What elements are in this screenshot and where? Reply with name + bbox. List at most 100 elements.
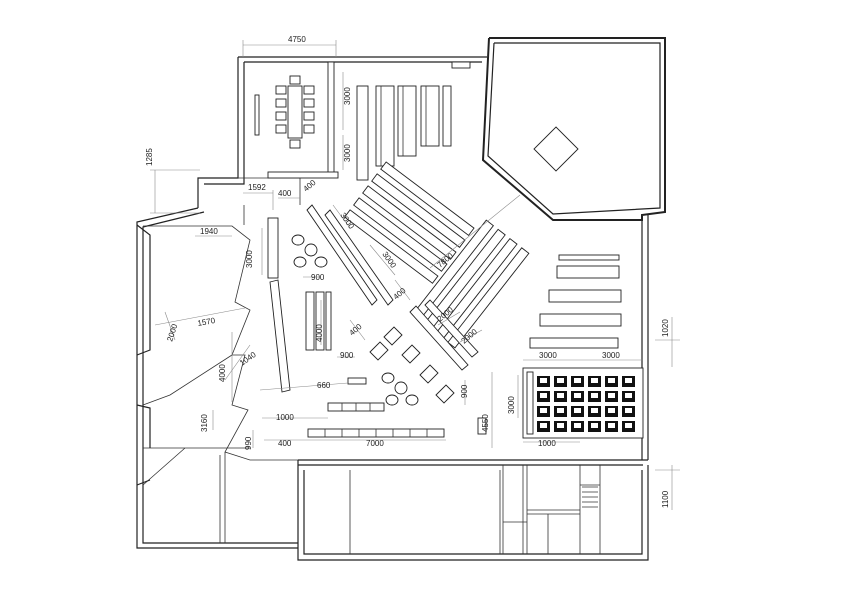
- desk: [305, 291, 315, 351]
- seat-cushion: [557, 393, 564, 398]
- stool: [419, 364, 439, 384]
- seat-cushion: [540, 393, 547, 398]
- diag-bench: [409, 305, 469, 371]
- shelf: [548, 289, 622, 303]
- wall-panel: [254, 94, 260, 136]
- seat-cushion: [574, 393, 581, 398]
- diag-shelf: [380, 161, 475, 236]
- diag-shelf: [447, 247, 530, 349]
- door-frame: [451, 61, 471, 69]
- north-room-outer-wall: [197, 56, 487, 208]
- dim-label: 1592: [248, 183, 266, 192]
- dim-label: 3000: [245, 250, 254, 268]
- hall-diamond: [533, 126, 579, 172]
- south-wall: [297, 459, 648, 466]
- seat-cushion: [574, 378, 581, 383]
- seat-cushion: [591, 393, 598, 398]
- dim-label: 4000: [218, 364, 227, 382]
- diag-shelf: [343, 209, 439, 284]
- chair: [303, 124, 315, 134]
- stool: [369, 341, 389, 361]
- diag-bench: [306, 204, 378, 306]
- seat-cushion: [540, 378, 547, 383]
- stool: [383, 326, 403, 346]
- dim-label: 990: [244, 436, 253, 450]
- west-wing-room-wall: [136, 224, 151, 486]
- armchair: [314, 256, 328, 268]
- dim-label: 3000: [343, 144, 352, 162]
- diag-bench: [324, 209, 394, 306]
- seat-cushion: [625, 378, 632, 383]
- seat-cushion: [591, 408, 598, 413]
- dim-label: 1000: [538, 439, 556, 448]
- kiosk: [477, 417, 487, 435]
- shelf-unit: [356, 85, 369, 181]
- seating-block: [522, 367, 644, 439]
- chair: [303, 111, 315, 121]
- desk: [315, 291, 325, 351]
- dim-label: 400: [278, 439, 292, 448]
- north-shelves: [356, 85, 452, 181]
- armchair: [291, 234, 305, 246]
- dim-label: 7000: [366, 439, 384, 448]
- meeting-room: [254, 61, 471, 179]
- seat-cushion: [591, 423, 598, 428]
- south-annex-wall: [297, 465, 649, 561]
- seat-cushion: [608, 393, 615, 398]
- chair: [275, 111, 287, 121]
- reading-area: [267, 217, 455, 438]
- round-table: [304, 243, 318, 257]
- bench-dividers: [341, 403, 371, 411]
- chair: [275, 124, 287, 134]
- chair: [275, 98, 287, 108]
- side-shelf: [327, 61, 335, 175]
- north-east-hall-wall: [481, 37, 666, 221]
- armchair: [293, 256, 307, 268]
- meeting-table: [287, 85, 303, 139]
- curved-bench: [269, 279, 291, 393]
- shelf-unit: [442, 85, 452, 147]
- round-table: [394, 381, 408, 395]
- south-annex-partitions: [349, 465, 601, 554]
- diagonal-upper-shelves: [343, 161, 475, 284]
- dim-label: 400: [302, 178, 318, 194]
- stool: [435, 384, 455, 404]
- dim-label: 4550: [481, 414, 490, 432]
- desk: [325, 291, 332, 351]
- seat-cushion: [625, 423, 632, 428]
- shelf: [558, 254, 620, 261]
- dim-label: 400: [392, 286, 408, 302]
- dim-label: 3160: [200, 414, 209, 432]
- seat-cushion: [540, 423, 547, 428]
- dim-label: 1570: [197, 316, 217, 328]
- dim-label: 3000: [343, 87, 352, 105]
- shelf-unit: [375, 85, 395, 167]
- seat-cushion: [608, 378, 615, 383]
- chair: [303, 85, 315, 95]
- armchair: [385, 394, 399, 406]
- seat-grid: [537, 376, 635, 432]
- seat-cushion: [557, 408, 564, 413]
- chair: [275, 85, 287, 95]
- chair: [289, 75, 301, 85]
- dim-label: 900: [340, 351, 354, 360]
- shelf-unit: [397, 85, 417, 157]
- stool: [401, 344, 421, 364]
- seat-cushion: [574, 408, 581, 413]
- dim-label: 900: [460, 384, 469, 398]
- dim-label: 400: [278, 189, 292, 198]
- shelf: [556, 265, 620, 279]
- small-table: [347, 377, 367, 385]
- west-wing-wall: [136, 207, 298, 549]
- dim-label: 1940: [200, 227, 218, 236]
- seat-cushion: [557, 423, 564, 428]
- chair: [289, 139, 301, 149]
- dim-label: 1040: [238, 350, 258, 368]
- chair: [303, 98, 315, 108]
- diag-shelf: [362, 185, 457, 260]
- shelf-dividers: [380, 86, 427, 166]
- diagonal-lower-shelves: [411, 219, 530, 349]
- north-bench: [267, 171, 339, 179]
- stair: [582, 486, 598, 508]
